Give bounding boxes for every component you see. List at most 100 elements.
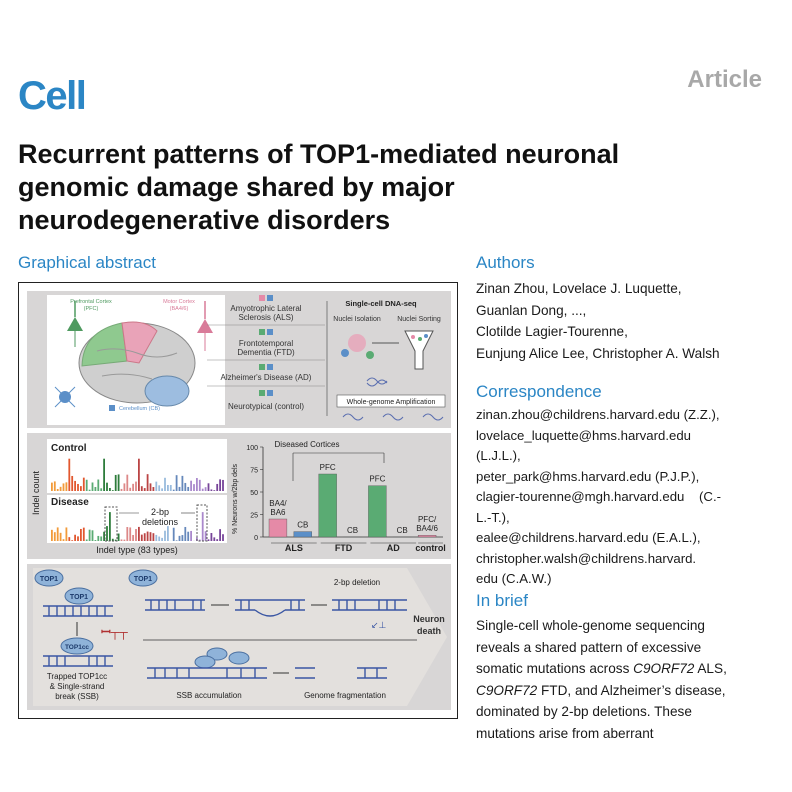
spectrum-bar xyxy=(120,539,123,541)
als-swatch-pink xyxy=(259,295,265,301)
spectrum-bar xyxy=(117,474,120,491)
disease-ftd: Frontotemporal xyxy=(239,339,293,348)
bar-label: CB xyxy=(397,526,408,535)
spectrum-bar xyxy=(204,531,207,541)
spectrum-bar xyxy=(196,478,198,491)
spectrum-bar xyxy=(201,488,204,491)
graphical-abstract-heading: Graphical abstract xyxy=(18,253,156,272)
dna-duplex-icon xyxy=(43,655,113,667)
spectrum-bar xyxy=(59,486,62,491)
spectrum-bar xyxy=(216,539,219,541)
spectrum-bar xyxy=(129,527,132,541)
ad-swatch-green xyxy=(259,364,265,370)
spectrum-bar xyxy=(172,489,175,491)
nuclei-sorting-label: Nuclei Sorting xyxy=(397,316,441,323)
spectrum-bar xyxy=(51,482,53,491)
spectrum-bar xyxy=(140,534,143,541)
email-line[interactable]: zinan.zhou@childrens.harvard.edu (Z.Z.), xyxy=(476,407,720,422)
gene-name: C9ORF72 xyxy=(633,661,695,676)
spectrum-bar xyxy=(135,529,137,541)
y-tick-label: 0 xyxy=(254,535,258,542)
email-line[interactable]: lovelace_luquette@hms.harvard.edu xyxy=(476,427,691,443)
spectrum-bar xyxy=(85,479,88,491)
spectrum-bar xyxy=(158,536,161,541)
bar xyxy=(268,518,288,538)
spectrum-bar xyxy=(97,479,100,491)
y-tick-label: 25 xyxy=(250,513,258,520)
spectrum-bar xyxy=(152,533,155,541)
group-label: ALS xyxy=(285,543,303,553)
spectrum-bar xyxy=(222,534,224,541)
spectrum-bar xyxy=(184,526,187,541)
neuron-death-label: death xyxy=(417,626,441,636)
spectrum-bar xyxy=(169,485,172,491)
spectrum-bar xyxy=(204,487,207,491)
break-icon: ꟷ┬┬ xyxy=(101,625,128,640)
bar-label: BA4/ xyxy=(269,499,287,508)
spectrum-bar xyxy=(143,488,146,491)
in-brief-line: Single-cell whole-genome sequencing xyxy=(476,618,705,633)
indel-type-xlabel: Indel type (83 types) xyxy=(96,545,178,555)
bar xyxy=(293,531,312,538)
spectrum-bar xyxy=(198,479,201,491)
spectrum-bar xyxy=(123,483,126,491)
spectrum-bar xyxy=(164,530,166,541)
spectrum-bar xyxy=(149,532,152,541)
spectrum-bar xyxy=(56,489,59,491)
spectrum-bar xyxy=(207,539,210,541)
spectrum-bar xyxy=(123,539,126,541)
bar-label: PFC/ xyxy=(418,515,437,524)
trapped-top1cc-label: & Single-strand xyxy=(50,682,105,691)
dna-duplex-icon xyxy=(145,599,407,611)
spectrum-bar xyxy=(114,474,117,491)
in-brief-heading: In brief xyxy=(476,591,528,610)
spectrum-bar xyxy=(146,474,149,491)
bar-chart-ylabel: % Neurons w/2bp dels xyxy=(232,463,239,534)
spectrum-bar xyxy=(207,483,210,491)
spectrum-bar xyxy=(184,482,187,491)
disease-als: Sclerosis (ALS) xyxy=(238,313,293,322)
two-bp-deletions-label: 2-bp xyxy=(151,507,169,517)
nuclei-isolation-label: Nuclei Isolation xyxy=(333,316,381,323)
correspondence-list: zinan.zhou@childrens.harvard.edu (Z.Z.),… xyxy=(476,405,721,590)
spectrum-bar xyxy=(85,539,88,541)
spectrum-bar xyxy=(146,531,149,541)
nuclei-isolation-icon xyxy=(341,334,399,359)
spectrum-bar xyxy=(138,458,140,491)
dna-duplex-icon xyxy=(43,605,113,617)
email-line[interactable]: christopher.walsh@childrens.harvard. xyxy=(476,550,697,566)
article-title: Recurrent patterns of TOP1-mediated neur… xyxy=(18,138,758,237)
spectrum-bar xyxy=(109,487,111,491)
spectrum-bar xyxy=(82,477,85,491)
bar-label: CB xyxy=(347,526,358,535)
spectrum-bar xyxy=(53,532,56,541)
sorting-funnel-icon xyxy=(404,330,434,370)
dna-icon xyxy=(342,413,444,421)
email-line[interactable]: clagier-tourenne@mgh.harvard.edu (C.- xyxy=(476,489,722,504)
spectrum-bar xyxy=(135,481,137,491)
top1-icon xyxy=(194,655,216,669)
disease-spectrum xyxy=(51,512,224,541)
spectrum-bar xyxy=(106,482,108,491)
spectrum-bar xyxy=(74,480,76,491)
trapped-top1cc-label: Trapped TOP1cc xyxy=(47,672,107,681)
panel-mutation-results: Indel count Control Disease 2-bp deletio… xyxy=(27,433,451,559)
dna-icon xyxy=(366,377,388,387)
top1-icon xyxy=(128,569,158,587)
deletion-highlight xyxy=(104,506,118,542)
pfc-label: Prefrontal Cortex xyxy=(70,299,112,305)
neuron-deletion-bar-chart: % Neurons w/2bp dels Diseased Cortices 0… xyxy=(232,440,446,553)
spectrum-bar xyxy=(91,482,94,491)
control-label: Control xyxy=(51,443,87,454)
mutation-results-figure: Indel count Control Disease 2-bp deletio… xyxy=(31,439,446,555)
disease-label: Disease xyxy=(51,497,89,508)
in-brief-line: dominated by 2-bp deletions. These xyxy=(476,704,692,719)
spectrum-bar xyxy=(213,537,216,541)
top1-icon xyxy=(228,651,250,665)
spectrum-bar xyxy=(71,540,74,541)
email-line[interactable]: ealee@childrens.harvard.edu (E.A.L.), xyxy=(476,530,701,545)
email-line[interactable]: peter_park@hms.harvard.edu (P.J.P.), xyxy=(476,468,700,484)
wga-box xyxy=(336,394,446,408)
article-type-label: Article xyxy=(687,66,762,93)
title-line: Recurrent patterns of TOP1-mediated neur… xyxy=(18,139,620,169)
